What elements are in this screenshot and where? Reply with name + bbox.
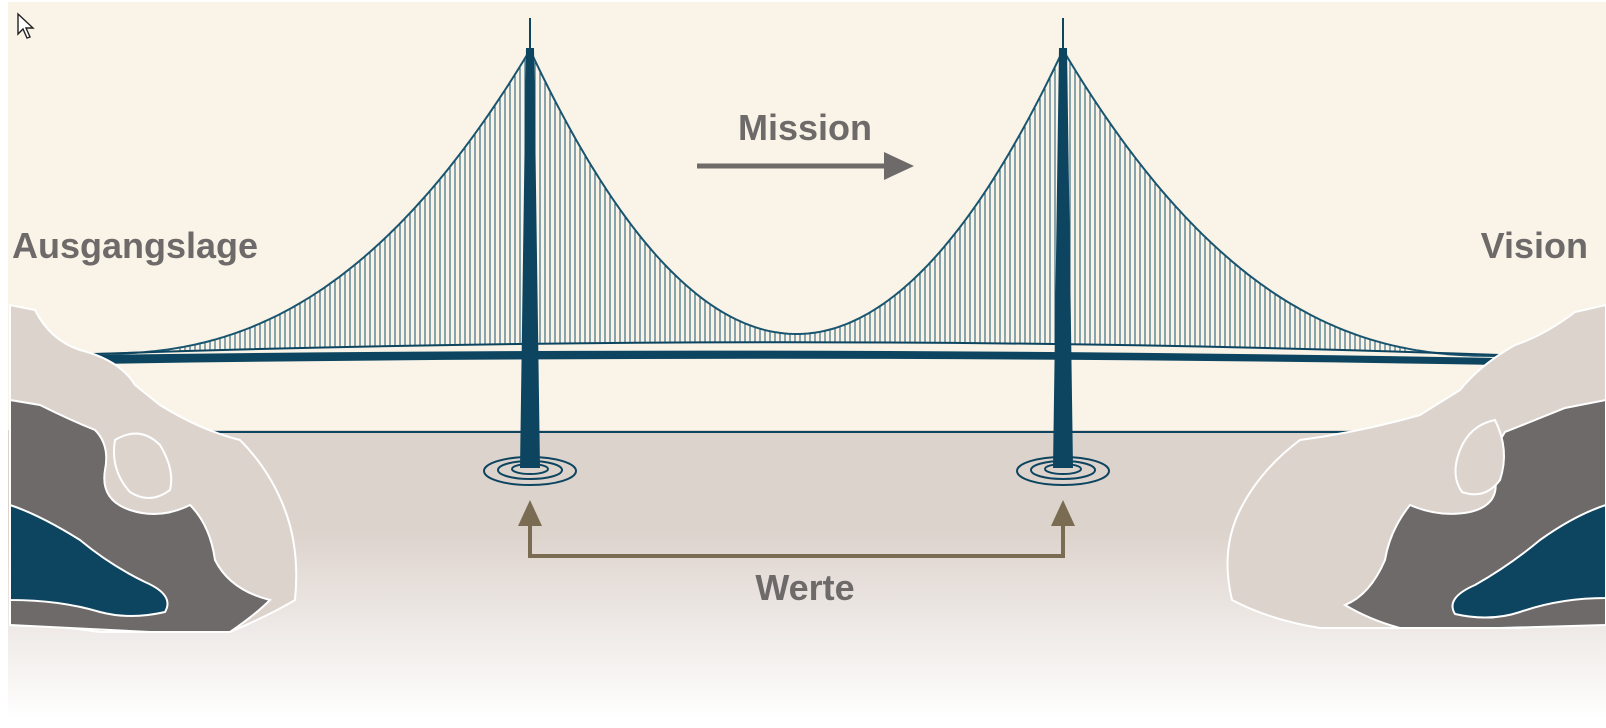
label-goal: Vision [1481, 225, 1588, 266]
main-cable [92, 49, 1500, 357]
label-foundation: Werte [755, 567, 854, 608]
values-arrow [518, 500, 1075, 558]
right-tower [1053, 18, 1073, 468]
left-tower [520, 18, 540, 468]
label-start: Ausgangslage [12, 225, 258, 266]
left-pillar-ripples [483, 456, 577, 486]
label-path: Mission [738, 107, 872, 148]
left-rock-formation [9, 303, 298, 633]
right-rock-formation [1226, 303, 1606, 629]
mission-arrow [697, 152, 914, 180]
bridge-deck-edge [91, 341, 1501, 356]
mouse-pointer-icon [17, 12, 35, 39]
right-pillar-ripples [1016, 456, 1110, 486]
bridge-deck [92, 350, 1500, 365]
sky-background [8, 2, 1606, 432]
